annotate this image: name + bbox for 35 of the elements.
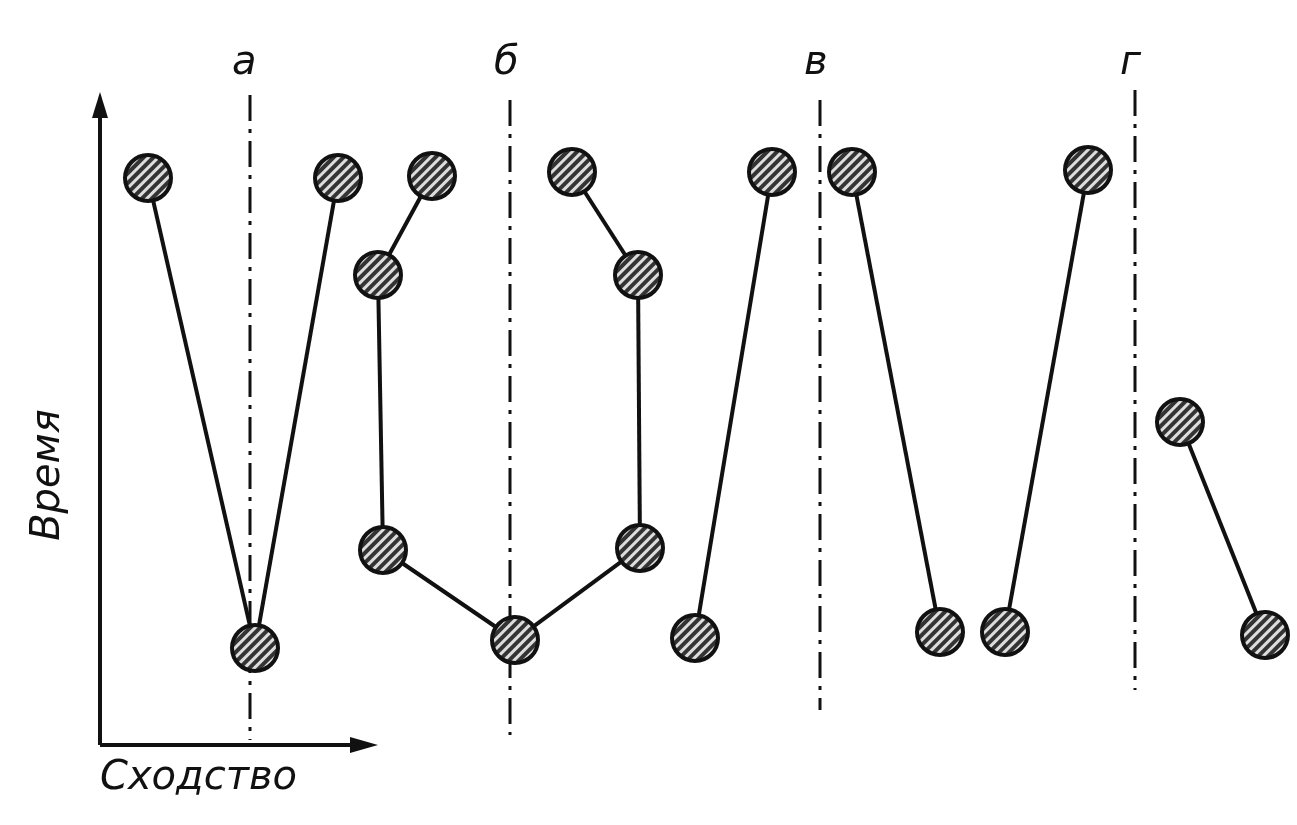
hatched-circle: [122, 152, 174, 204]
hatched-circle: [229, 622, 281, 674]
connector-line: [1187, 443, 1258, 614]
hatched-circle: [406, 150, 458, 202]
hatched-circle: [1154, 396, 1206, 448]
connector-line: [401, 561, 497, 629]
hatched-circle: [979, 606, 1031, 658]
connector-line: [854, 195, 938, 609]
section-letter: в: [804, 40, 828, 80]
section-letter: г: [1120, 40, 1141, 80]
connector-line: [1007, 193, 1086, 609]
hatched-circle: [826, 146, 878, 198]
hatched-circle: [352, 249, 404, 301]
connector-line: [696, 195, 771, 615]
hatched-circle: [489, 614, 541, 666]
hatched-circle: [1239, 609, 1291, 661]
connector-line: [151, 200, 252, 626]
section-letter: а: [232, 40, 257, 80]
hatched-circle: [614, 522, 666, 574]
hatched-circle: [546, 146, 598, 198]
section-letter: б: [494, 40, 519, 80]
hatched-circle: [746, 146, 798, 198]
hatched-circle: [357, 524, 409, 576]
connector-line: [636, 299, 642, 524]
hatched-circle: [914, 606, 966, 658]
hatched-circle: [1062, 144, 1114, 196]
hatched-circle: [312, 152, 364, 204]
hatched-circle: [669, 612, 721, 664]
connector-line: [257, 201, 336, 625]
connector-line: [533, 560, 622, 628]
connector-line: [376, 298, 385, 527]
axis-label: Сходство: [100, 755, 298, 795]
connector-line: [387, 196, 423, 255]
hatched-circle: [612, 249, 664, 301]
connector-line: [583, 191, 627, 256]
